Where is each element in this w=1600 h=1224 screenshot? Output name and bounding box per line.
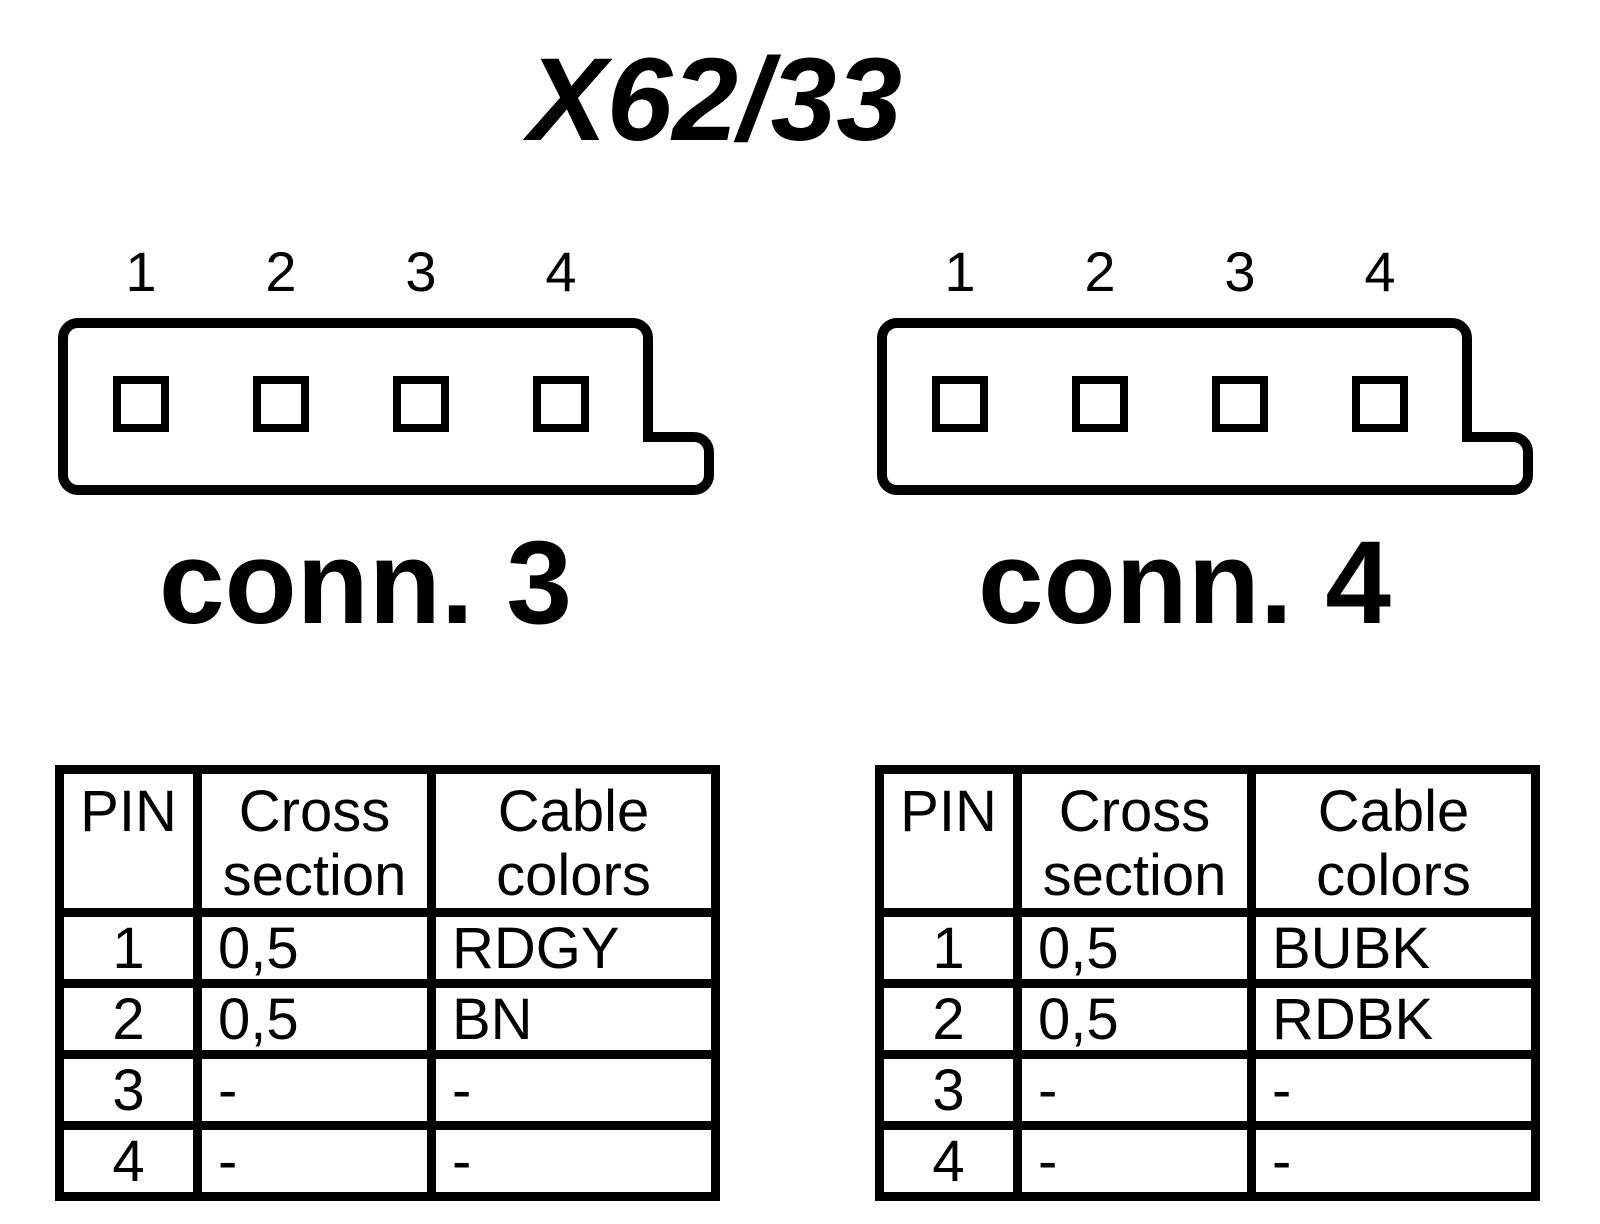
cell-pin: 1 [875, 908, 1022, 988]
cell-cable-color: RDBK [1247, 979, 1540, 1059]
pin-socket-3 [1212, 376, 1268, 432]
col-header-cable-colors: Cable colors [1247, 765, 1540, 917]
cell-pin: 2 [55, 979, 202, 1059]
pin-socket-4 [1352, 376, 1408, 432]
cell-cable-color: - [1247, 1121, 1540, 1201]
cell-cross-section: - [1013, 1050, 1256, 1130]
pin-socket-1 [113, 376, 169, 432]
cell-pin: 4 [875, 1121, 1022, 1201]
pin-socket-3 [393, 376, 449, 432]
cell-pin: 1 [55, 908, 202, 988]
cell-cross-section: 0,5 [1013, 908, 1256, 988]
col-header-cable-colors: Cable colors [427, 765, 720, 917]
connector-4-label: conn. 4 [977, 517, 1392, 649]
cell-cable-color: - [427, 1050, 720, 1130]
table-row: 3 - - [55, 1050, 720, 1130]
connector-housing-shape [877, 318, 1533, 495]
cell-cross-section: 0,5 [193, 979, 436, 1059]
col-header-cross-section: Cross section [193, 765, 436, 917]
table-row: 2 0,5 RDBK [875, 979, 1540, 1059]
connector-3-pin-table: PIN Cross section Cable colors 1 0,5 RDG… [55, 765, 720, 1201]
connector-3-diagram: 1 2 3 4 [53, 243, 720, 505]
cell-cross-section: - [193, 1050, 436, 1130]
pin-socket-4 [533, 376, 589, 432]
page-title: X62/33 [528, 34, 902, 166]
table-header-row: PIN Cross section Cable colors [55, 765, 720, 917]
table-row: 4 - - [875, 1121, 1540, 1201]
table-row: 1 0,5 BUBK [875, 908, 1540, 988]
pin-number-4: 4 [545, 240, 577, 303]
cell-cable-color: - [1247, 1050, 1540, 1130]
cell-cable-color: BN [427, 979, 720, 1059]
connector-outline [877, 318, 1533, 495]
connector-4-diagram: 1 2 3 4 [872, 243, 1539, 505]
cell-cable-color: - [427, 1121, 720, 1201]
cell-cross-section: - [1013, 1121, 1256, 1201]
col-header-cross-section: Cross section [1013, 765, 1256, 917]
cell-pin: 2 [875, 979, 1022, 1059]
col-header-pin: PIN [875, 765, 1022, 917]
cell-cross-section: 0,5 [1013, 979, 1256, 1059]
cell-pin: 3 [55, 1050, 202, 1130]
connector-4-pin-table: PIN Cross section Cable colors 1 0,5 BUB… [875, 765, 1540, 1201]
pin-number-2: 2 [1084, 240, 1116, 303]
pin-socket-2 [1072, 376, 1128, 432]
pin-socket-2 [253, 376, 309, 432]
cell-cable-color: RDGY [427, 908, 720, 988]
table-header-row: PIN Cross section Cable colors [875, 765, 1540, 917]
table-row: 2 0,5 BN [55, 979, 720, 1059]
table-row: 1 0,5 RDGY [55, 908, 720, 988]
pin-number-1: 1 [125, 240, 157, 303]
cell-cross-section: 0,5 [193, 908, 436, 988]
connector-housing-shape [58, 318, 714, 495]
table-row: 3 - - [875, 1050, 1540, 1130]
pin-number-1: 1 [944, 240, 976, 303]
connector-3-label: conn. 3 [158, 517, 573, 649]
col-header-pin: PIN [55, 765, 202, 917]
pin-socket-1 [932, 376, 988, 432]
pin-number-4: 4 [1364, 240, 1396, 303]
connector-outline [58, 318, 714, 495]
cell-pin: 4 [55, 1121, 202, 1201]
cell-cable-color: BUBK [1247, 908, 1540, 988]
pin-number-2: 2 [265, 240, 297, 303]
cell-pin: 3 [875, 1050, 1022, 1130]
table-row: 4 - - [55, 1121, 720, 1201]
pin-number-3: 3 [405, 240, 437, 303]
cell-cross-section: - [193, 1121, 436, 1201]
pin-number-3: 3 [1224, 240, 1256, 303]
